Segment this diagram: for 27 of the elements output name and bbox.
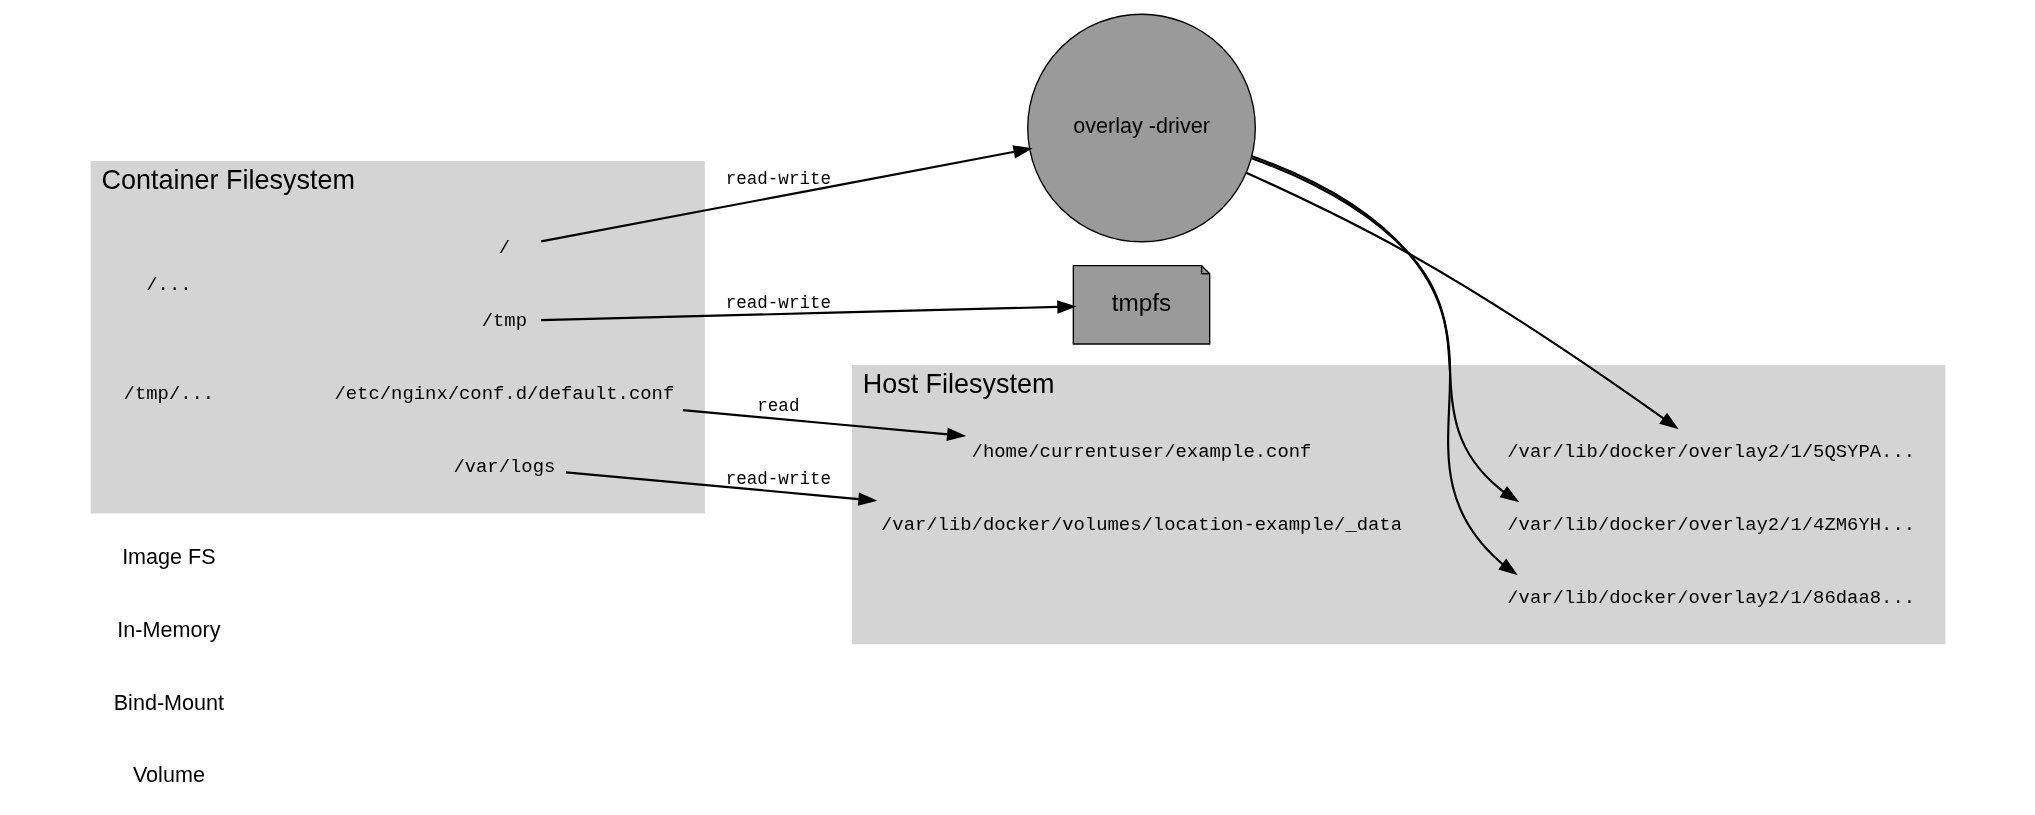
edge-label: read-write: [725, 468, 831, 489]
arrow: [540, 144, 1033, 242]
node-text: /home/currentuser/example.conf: [971, 440, 1311, 463]
label: Image FS: [121, 543, 216, 569]
label: Volume: [132, 761, 205, 787]
node-text: /var/lib/docker/volumes/location-example/_data: [880, 513, 1402, 536]
arrow: [565, 470, 877, 506]
node-text: /...: [145, 273, 192, 296]
node-text: /tmp: [481, 309, 527, 332]
arrow: [682, 408, 966, 441]
label: In-Memory: [116, 616, 220, 642]
arrow: [540, 299, 1076, 321]
arrow: [1245, 171, 1679, 429]
node-text: /var/lib/docker/overlay2/1/4ZM6YH...: [1506, 513, 1915, 536]
node-text: /var/lib/docker/overlay2/1/86daa8...: [1506, 586, 1915, 609]
node-text: /: [498, 236, 510, 259]
arrow: [1250, 156, 1519, 502]
node-text: /var/logs: [452, 455, 555, 478]
edge-label: read: [756, 395, 799, 416]
edge-label: read-write: [725, 292, 831, 313]
node-text: /var/lib/docker/overlay2/1/5QSYPA...: [1506, 440, 1915, 463]
node-text: /etc/nginx/conf.d/default.conf: [333, 382, 674, 405]
edge-label: read-write: [725, 168, 831, 189]
arrow: [1251, 154, 1518, 575]
node-text: /tmp/...: [123, 382, 214, 405]
label: Bind-Mount: [113, 689, 224, 715]
node-circle: overlay -driver: [1026, 13, 1256, 242]
